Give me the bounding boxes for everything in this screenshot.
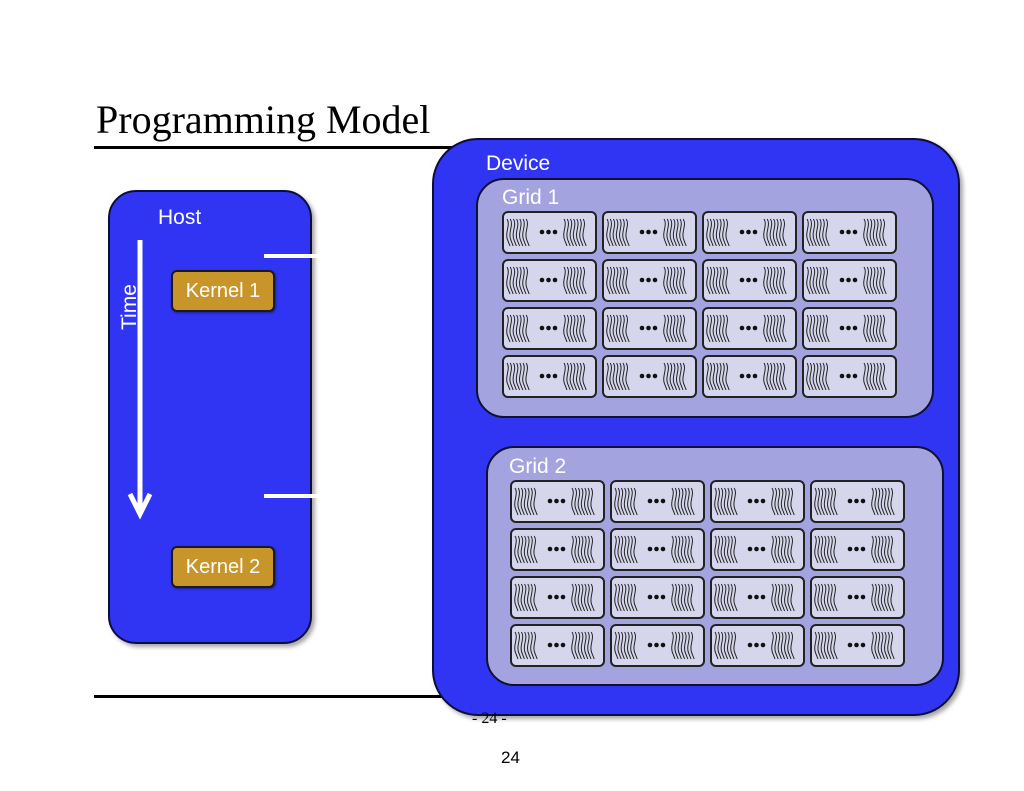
thread-block bbox=[602, 259, 697, 302]
thread-block bbox=[502, 307, 597, 350]
thread-block bbox=[810, 624, 905, 667]
thread-block bbox=[802, 259, 897, 302]
slide-title: Programming Model bbox=[96, 97, 431, 142]
thread-block bbox=[610, 528, 705, 571]
thread-block bbox=[802, 211, 897, 254]
launch-arrow-grid-1 bbox=[264, 244, 421, 268]
thread-block bbox=[502, 259, 597, 302]
thread-block bbox=[802, 355, 897, 398]
thread-block bbox=[702, 259, 797, 302]
bottom-rule bbox=[94, 695, 536, 698]
thread-block bbox=[510, 624, 605, 667]
thread-block bbox=[702, 307, 797, 350]
grid-2-blocks bbox=[510, 480, 905, 667]
slide-footer: - 24 - bbox=[472, 710, 507, 727]
thread-block bbox=[710, 624, 805, 667]
thread-block bbox=[610, 624, 705, 667]
grid-1-blocks bbox=[502, 211, 897, 398]
thread-block bbox=[602, 211, 697, 254]
kernel-1: Kernel 1 bbox=[171, 270, 275, 312]
device-label: Device bbox=[486, 152, 551, 175]
thread-block bbox=[502, 211, 597, 254]
thread-block bbox=[802, 307, 897, 350]
thread-block bbox=[810, 528, 905, 571]
thread-block bbox=[702, 211, 797, 254]
thread-block bbox=[610, 480, 705, 523]
thread-block bbox=[602, 307, 697, 350]
page-number: 24 bbox=[501, 748, 520, 767]
thread-block bbox=[810, 480, 905, 523]
thread-block bbox=[602, 355, 697, 398]
host-label: Host bbox=[158, 206, 202, 229]
thread-block bbox=[710, 576, 805, 619]
thread-block bbox=[510, 576, 605, 619]
time-label: Time bbox=[118, 284, 141, 330]
grid-2-label: Grid 2 bbox=[509, 455, 567, 478]
launch-arrow-grid-2 bbox=[264, 484, 421, 508]
thread-block bbox=[710, 480, 805, 523]
thread-block bbox=[710, 528, 805, 571]
thread-block bbox=[810, 576, 905, 619]
time-arrow bbox=[127, 240, 153, 520]
thread-block bbox=[702, 355, 797, 398]
thread-block bbox=[510, 480, 605, 523]
thread-block bbox=[502, 355, 597, 398]
top-rule bbox=[94, 146, 536, 149]
kernel-2: Kernel 2 bbox=[171, 546, 275, 588]
thread-block bbox=[610, 576, 705, 619]
thread-block bbox=[510, 528, 605, 571]
grid-1-label: Grid 1 bbox=[502, 186, 560, 209]
